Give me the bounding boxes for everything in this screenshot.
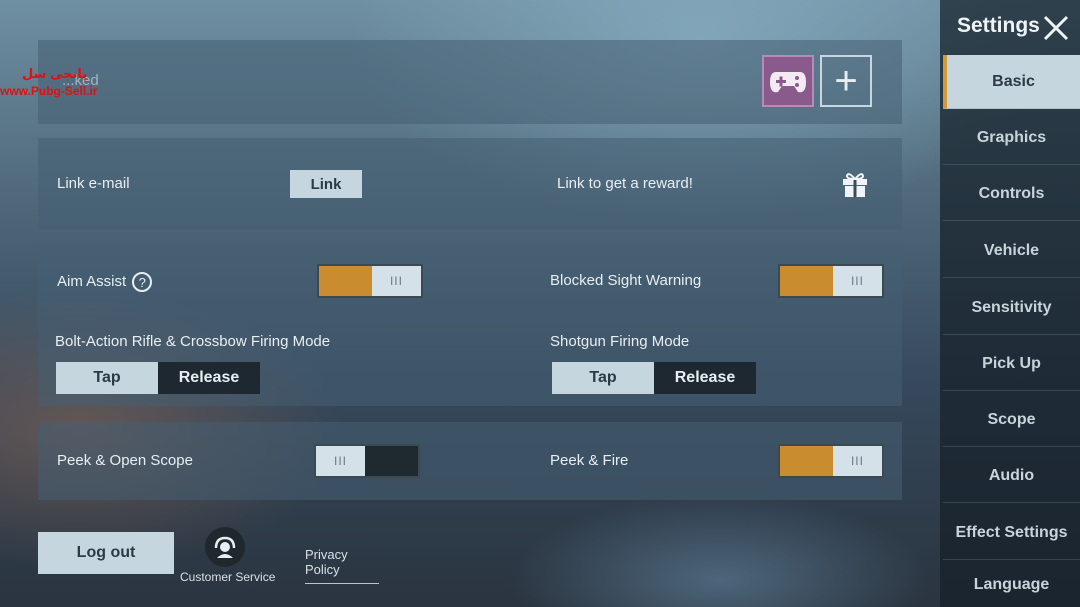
peek-open-scope-toggle[interactable]: III xyxy=(314,444,420,478)
peek-fire-toggle[interactable]: III xyxy=(778,444,884,478)
logout-button[interactable]: Log out xyxy=(38,532,174,574)
toggle-fill xyxy=(365,446,418,476)
toggle-fill xyxy=(319,266,372,296)
aim-assist-text: Aim Assist xyxy=(57,272,127,290)
add-account-button[interactable]: + xyxy=(820,55,872,107)
gift-icon[interactable] xyxy=(840,170,870,198)
customer-service-button[interactable] xyxy=(205,527,245,567)
reward-label: Link to get a reward! xyxy=(557,175,693,192)
customer-service-label[interactable]: Customer Service xyxy=(180,570,276,584)
help-icon[interactable]: ? xyxy=(132,272,153,292)
bolt-firing-selector: Tap Release xyxy=(56,362,260,394)
sidebar-item-sensitivity[interactable]: Sensitivity xyxy=(943,281,1080,335)
toggle-knob[interactable]: III xyxy=(371,266,421,296)
shotgun-tap-option[interactable]: Tap xyxy=(552,362,654,394)
peek-panel xyxy=(38,422,902,500)
gamepad-account-button[interactable] xyxy=(762,55,814,107)
blocked-sight-label: Blocked Sight Warning xyxy=(550,272,702,289)
bolt-firing-label: Bolt-Action Rifle & Crossbow Firing Mode xyxy=(55,333,331,350)
peek-fire-label: Peek & Fire xyxy=(550,452,629,469)
toggle-knob[interactable]: III xyxy=(316,446,366,476)
toggle-fill xyxy=(780,266,833,296)
sidebar-item-basic[interactable]: Basic xyxy=(943,55,1080,109)
aim-assist-label: Aim Assist? xyxy=(57,272,153,292)
sidebar-item-effect-settings[interactable]: Effect Settings xyxy=(943,506,1080,560)
gamepad-icon xyxy=(770,72,806,93)
blocked-sight-toggle[interactable]: III xyxy=(778,264,884,298)
shotgun-release-option[interactable]: Release xyxy=(654,362,756,394)
toggle-knob[interactable]: III xyxy=(832,446,882,476)
link-email-label: Link e-mail xyxy=(57,175,130,192)
linked-accounts-panel xyxy=(38,40,902,124)
watermark-url: www.Pubg-Sell.ir xyxy=(0,84,98,98)
plus-icon: + xyxy=(834,59,858,103)
watermark-title: پابجی سل xyxy=(22,66,88,81)
bolt-release-option[interactable]: Release xyxy=(158,362,260,394)
sidebar-item-pick-up[interactable]: Pick Up xyxy=(943,337,1080,391)
toggle-knob[interactable]: III xyxy=(832,266,882,296)
sidebar-item-language[interactable]: Language xyxy=(973,575,1050,593)
privacy-policy-link[interactable]: Privacy Policy xyxy=(305,547,379,584)
sidebar-item-graphics[interactable]: Graphics xyxy=(943,111,1080,165)
link-email-button[interactable]: Link xyxy=(290,170,362,198)
shotgun-firing-label: Shotgun Firing Mode xyxy=(550,333,690,350)
sidebar-item-controls[interactable]: Controls xyxy=(943,167,1080,221)
linked-label: ...ked xyxy=(62,72,99,89)
settings-title: Settings xyxy=(957,14,1040,37)
sidebar-item-audio[interactable]: Audio xyxy=(943,449,1080,503)
peek-open-scope-label: Peek & Open Scope xyxy=(57,452,193,469)
email-panel xyxy=(38,138,902,230)
shotgun-firing-selector: Tap Release xyxy=(552,362,756,394)
headset-icon xyxy=(214,536,236,558)
sidebar-item-scope[interactable]: Scope xyxy=(943,393,1080,447)
close-icon[interactable] xyxy=(1040,12,1072,44)
toggle-fill xyxy=(780,446,833,476)
sidebar-item-vehicle[interactable]: Vehicle xyxy=(943,224,1080,278)
aim-assist-toggle[interactable]: III xyxy=(317,264,423,298)
bolt-tap-option[interactable]: Tap xyxy=(56,362,158,394)
